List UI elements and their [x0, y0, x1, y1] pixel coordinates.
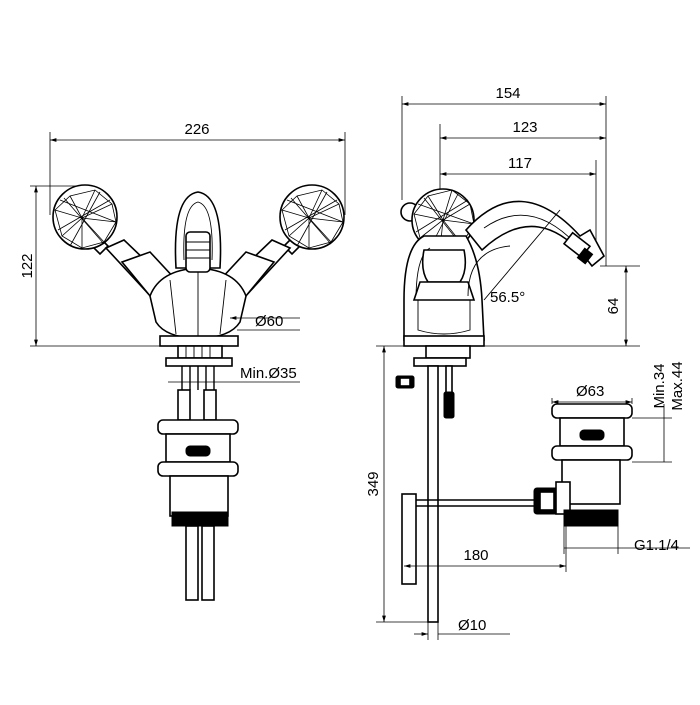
width-label: 226: [184, 121, 209, 138]
left-crystal-handle: [52, 184, 118, 256]
front-mounting: Min.Ø35: [165, 345, 300, 421]
side-body: [403, 235, 485, 347]
front-view: 226 122: [19, 121, 346, 601]
thread-label: G1.1/4: [634, 537, 679, 554]
dimension-width: 226: [50, 121, 345, 142]
side-waste: [551, 403, 633, 527]
dimension-waste-diameter: Ø63: [551, 383, 633, 404]
front-waste: [157, 419, 239, 601]
dimension-rod-length: 180: [404, 516, 567, 572]
hole-label: Min.Ø35: [240, 365, 297, 382]
min-label: Min.34: [651, 363, 668, 408]
base-diameter-label: Ø60: [255, 313, 283, 330]
dimension-min-max: Min.34 Max.44: [632, 361, 686, 463]
total-height-label: 349: [365, 471, 382, 496]
overall-reach-label: 154: [495, 85, 520, 102]
right-crystal-handle: [279, 184, 345, 256]
angle-label: 56.5°: [490, 289, 525, 306]
dimension-spout-height: 64: [484, 265, 640, 347]
dimension-height: 122: [19, 186, 38, 346]
reach-b-label: 117: [508, 155, 532, 172]
max-label: Max.44: [669, 361, 686, 410]
dimension-total-height: 349: [365, 345, 430, 623]
dimension-reach-b: 117: [440, 155, 596, 176]
dimension-thread: G1.1/4: [563, 526, 690, 554]
front-body: [149, 191, 247, 339]
reach-a-label: 123: [512, 119, 537, 136]
rod-diameter-label: Ø10: [458, 617, 486, 634]
dimension-reach-a: 123: [440, 119, 606, 140]
height-label: 122: [19, 253, 36, 278]
side-view: 154 123 117: [365, 85, 690, 640]
dimension-rod-diameter: Ø10: [414, 617, 510, 640]
spout-height-label: 64: [605, 298, 622, 315]
side-shank: [395, 345, 561, 623]
dimension-overall-reach: 154: [402, 85, 606, 106]
rod-length-label: 180: [463, 547, 488, 564]
waste-diameter-label: Ø63: [576, 383, 604, 400]
front-base: Ø60: [159, 313, 300, 347]
side-spout: 56.5°: [464, 200, 606, 306]
